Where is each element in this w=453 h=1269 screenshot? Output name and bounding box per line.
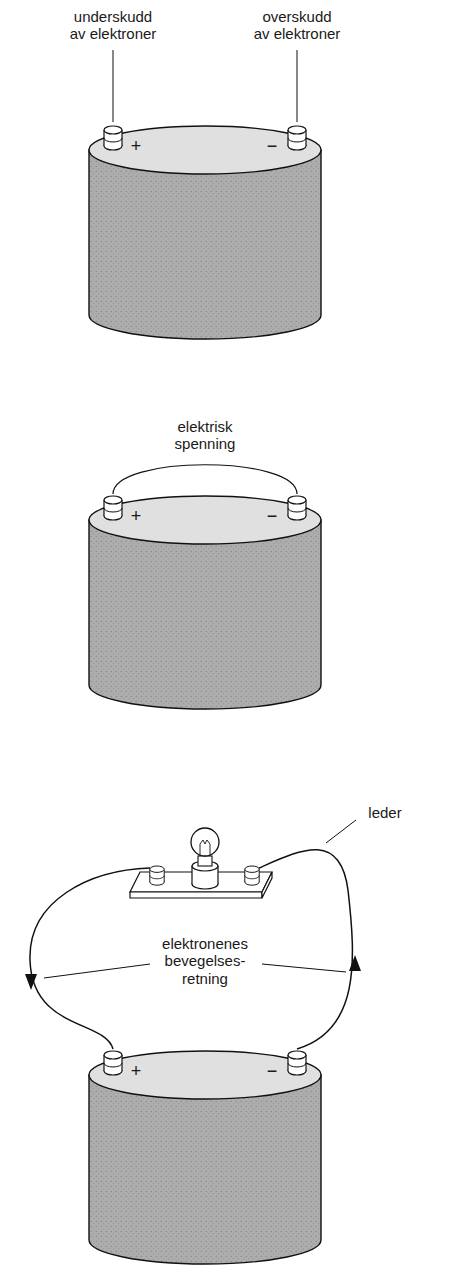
direction-label: elektronenes bevegelses- retning [155,935,255,987]
arrowhead [25,974,37,990]
battery [89,126,321,339]
voltage-bracket [113,465,297,494]
leader-line [326,820,356,843]
battery [89,496,321,709]
wire [30,868,150,1049]
polarity-label: underskudd av elektroner [69,8,157,43]
minus-sign: − [263,1061,281,1082]
leader-line [113,50,114,122]
plus-sign: + [127,506,145,527]
leader-line [297,50,298,122]
minus-sign: − [263,506,281,527]
wire [259,850,352,1049]
leader-line [262,964,346,972]
leader-line [44,964,150,978]
voltage-label: elektrisk spenning [165,418,245,453]
lamp [191,828,219,889]
plus-sign: + [127,1061,145,1082]
conductor-label: leder [360,804,410,821]
plus-sign: + [127,136,145,157]
minus-sign: − [263,136,281,157]
arrowhead [349,955,361,971]
battery [89,1051,321,1264]
polarity-label: overskudd av elektroner [253,8,341,43]
